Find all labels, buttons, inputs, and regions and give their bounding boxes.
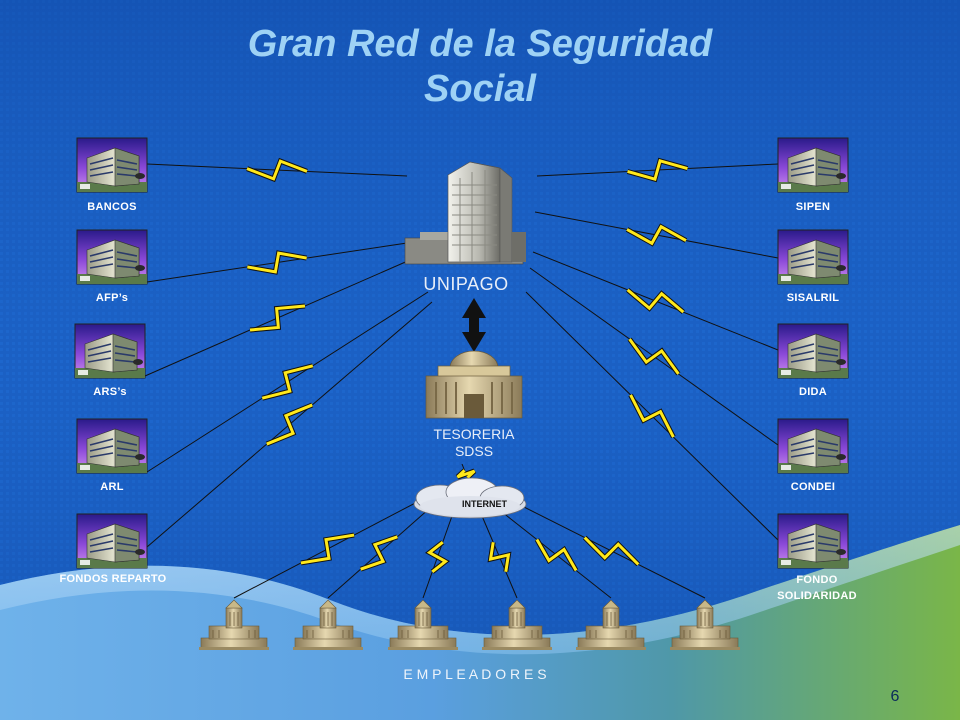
link-employer-1-bolt [300,533,355,565]
link-afps-bolt [247,251,307,274]
slide-title-line-2: Social [424,68,536,110]
label-fondo-solidaridad: FONDO SOLIDARIDAD [752,572,882,604]
link-employer-3-bolt [426,541,449,573]
unipago-building[interactable] [404,161,526,265]
left-node-arl[interactable] [76,418,148,474]
bottom-wave-highlight [0,525,960,655]
link-condei-bolt [628,338,680,375]
page-number: 6 [890,688,900,705]
label-dida: DIDA [798,386,828,398]
label-sipen: SIPEN [795,201,831,213]
lightning-bolts [246,157,689,574]
double-arrow [462,298,486,352]
link-employer-2-bolt [360,535,398,571]
left-node-fondos-reparto[interactable] [76,513,148,569]
label-arl: ARL [100,481,124,493]
label-arss: ARS’s [93,386,127,398]
left-node-afps[interactable] [76,229,148,285]
label-tesoreria: TESORERIA SDSS [414,426,534,460]
label-condei: CONDEI [790,481,836,493]
label-fondo-line-1: FONDO [796,574,838,586]
label-afps: AFP’s [95,292,129,304]
link-employer-6-bolt [583,536,640,566]
label-unipago: UNIPAGO [423,274,509,294]
right-node-dida[interactable] [777,323,849,379]
right-node-fondo-solidaridad[interactable] [777,513,849,569]
link-dida-bolt [626,288,685,314]
label-empleadores: E M P L E A D O R E S [403,666,547,682]
label-sisalril: SISALRIL [786,292,840,304]
link-tesoreria-internet-bolt [456,469,476,479]
slide-title: Gran Red de la Seguridad Social [140,22,820,112]
link-arl-bolt [261,364,314,400]
link-employer-4-bolt [488,542,511,572]
label-internet: INTERNET [462,499,507,509]
label-fondo-line-2: SOLIDARIDAD [777,590,857,602]
link-bancos-bolt [246,159,308,181]
bottom-wave [0,525,960,720]
tesoreria-building[interactable] [425,350,523,419]
link-sipen-bolt [627,159,688,181]
right-node-condei[interactable] [777,418,849,474]
right-node-sipen[interactable] [777,137,849,193]
link-arss-bolt [249,304,306,332]
label-bancos: BANCOS [87,201,137,213]
left-node-bancos[interactable] [76,137,148,193]
right-node-sisalril[interactable] [777,229,849,285]
label-fondos-reparto: FONDOS REPARTO [59,573,167,585]
link-fondo-solidaridad-bolt [629,394,675,438]
link-sisalril-bolt [626,224,687,246]
internet-cloud[interactable] [413,477,527,519]
label-tesoreria-line-1: TESORERIA [433,426,515,442]
link-employer-5-bolt [535,538,578,572]
slide-title-line-1: Gran Red de la Seguridad [247,23,713,65]
left-node-arss[interactable] [74,323,146,379]
label-tesoreria-line-2: SDSS [454,443,494,459]
link-fondos-reparto-bolt [266,403,313,446]
